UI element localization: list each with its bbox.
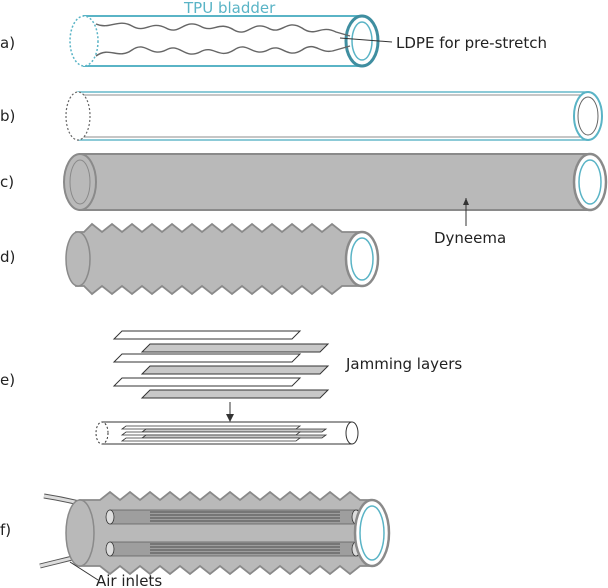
ldpe-wavy-sheet-lower — [95, 45, 351, 57]
air-inlets-label: Air inlets — [96, 572, 162, 588]
final-actuator — [65, 490, 391, 576]
step-label-e: e) — [0, 371, 15, 389]
tpu-bladder-tube — [69, 14, 380, 68]
jamming-layer-6 — [140, 389, 330, 399]
jamming-layer-stack — [112, 330, 330, 399]
step-label-d: d) — [0, 248, 15, 266]
dyneema-arrowhead — [463, 198, 469, 205]
jamming-layer-4 — [140, 365, 330, 375]
step-label-a: a) — [0, 34, 15, 52]
jamming-layer-3 — [112, 353, 302, 363]
insert-arrowhead — [226, 414, 234, 422]
ldpe-wavy-sheet — [95, 22, 351, 37]
dyneema-label: Dyneema — [434, 229, 506, 247]
tpu-bladder-label: TPU bladder — [183, 0, 276, 17]
step-label-f: f) — [0, 521, 11, 539]
pre-stretched-bladder — [65, 91, 603, 141]
jamming-layers-label: Jamming layers — [345, 355, 462, 373]
step-label-b: b) — [0, 107, 15, 125]
dyneema-covered-tube — [63, 152, 608, 212]
gathered-tube — [65, 222, 380, 296]
air-inlets-leader-line — [69, 561, 99, 581]
jamming-layer-5 — [112, 377, 302, 387]
tube-with-inserted-layers — [95, 421, 359, 445]
jamming-layer-1 — [112, 330, 302, 340]
step-label-c: c) — [0, 173, 14, 191]
ldpe-label: LDPE for pre-stretch — [396, 34, 547, 52]
ldpe-leader-line — [339, 37, 393, 43]
jamming-layer-2 — [140, 343, 330, 353]
